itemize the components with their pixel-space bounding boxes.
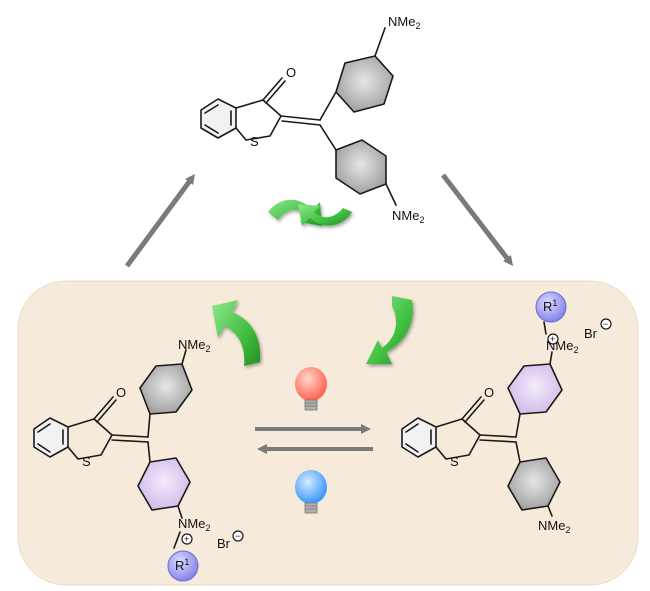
- right-nme2-lower: NMe2: [538, 518, 570, 535]
- green-recycle-arrow-right-icon: [366, 296, 413, 364]
- right-oxygen-label: O: [484, 385, 494, 400]
- right-molecule: O S NMe2 + R1 Br − NMe2: [401, 291, 612, 535]
- oxygen-label: O: [286, 65, 296, 80]
- left-sulfur-label: S: [82, 454, 91, 469]
- left-r1-label: R1: [175, 557, 189, 573]
- top-nme2-upper: NMe2: [388, 14, 420, 31]
- top-molecule: O S NMe2 NMe2: [200, 14, 424, 225]
- left-bromide-label: Br: [217, 536, 231, 551]
- right-minus-charge: −: [603, 319, 608, 329]
- left-plus-charge: +: [184, 534, 189, 544]
- left-minus-charge: −: [235, 531, 240, 541]
- red-light-bulb-icon: [295, 367, 327, 411]
- arrow-down-right: [441, 173, 514, 266]
- arrow-up-left: [124, 173, 195, 268]
- top-nme2-lower: NMe2: [392, 208, 424, 225]
- blue-light-bulb-icon: [295, 470, 327, 514]
- left-nme2-ammonium: NMe2: [178, 516, 210, 533]
- sulfur-label: S: [250, 134, 259, 149]
- left-nme2-upper: NMe2: [178, 337, 210, 354]
- green-recycle-arrow-left-icon: [212, 300, 261, 366]
- right-r1-label: R1: [543, 298, 557, 314]
- left-oxygen-label: O: [116, 385, 126, 400]
- right-plus-charge: +: [550, 334, 555, 344]
- equilibrium-arrows: [255, 424, 373, 454]
- equilibrium-panel: [17, 280, 639, 586]
- left-molecule: O S NMe2 NMe2 + R1 Br −: [33, 337, 244, 582]
- green-recycle-arrows-icon: [268, 199, 352, 226]
- right-bromide-label: Br: [584, 326, 598, 341]
- right-sulfur-label: S: [450, 454, 459, 469]
